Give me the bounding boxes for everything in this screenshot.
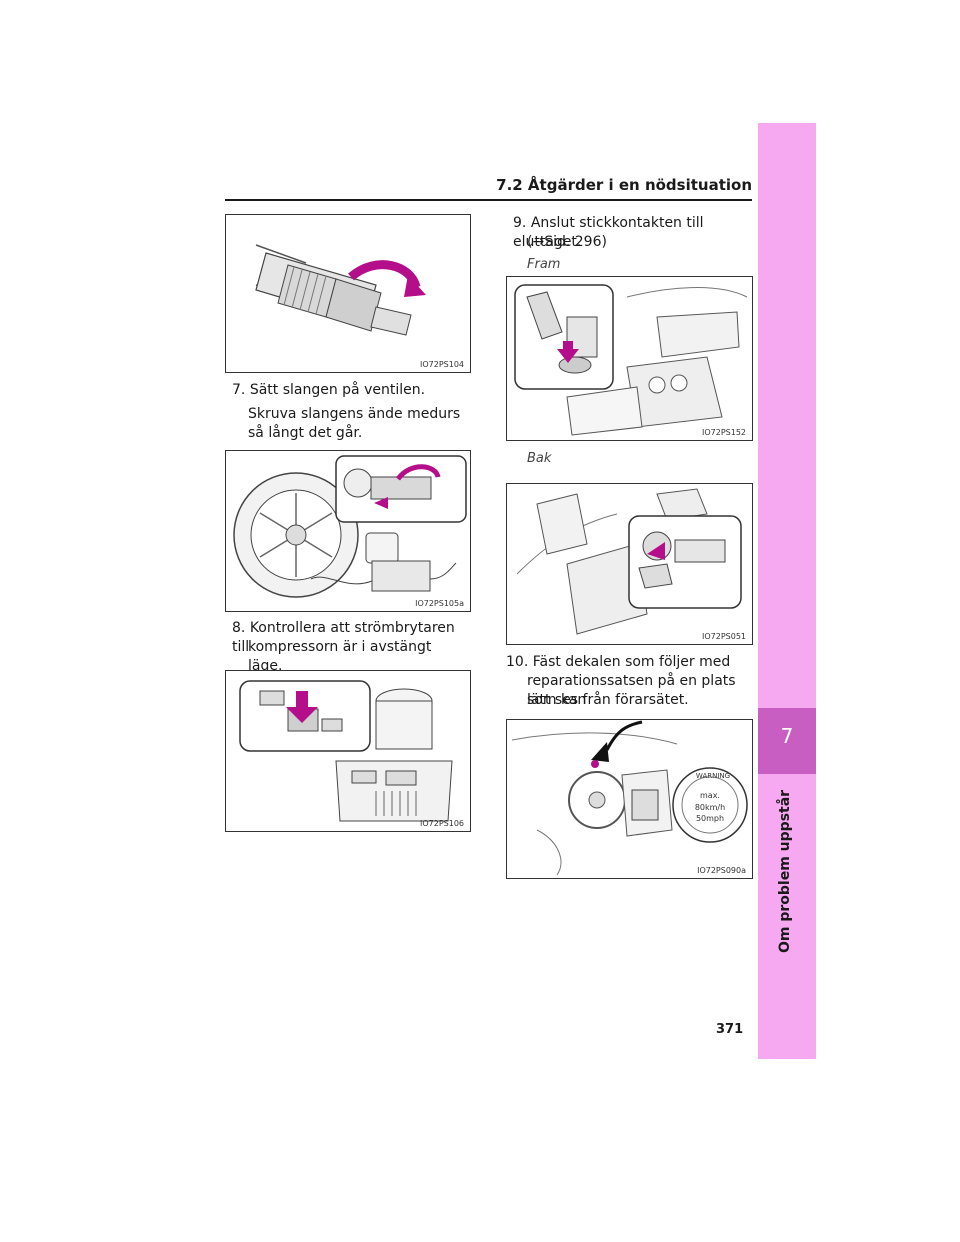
figure-warning-sticker: WARNING max. 80km/h 50mph IO72PS090a: [506, 719, 753, 879]
chapter-number-box: [758, 708, 816, 774]
chapter-side-tab: [758, 123, 816, 1059]
figure-code: IO72PS152: [701, 428, 746, 437]
hose-valve-illustration: [255, 244, 426, 336]
rear-label: Bak: [527, 451, 552, 466]
rear-socket-illustration: [516, 488, 742, 635]
tire-compressor-illustration: [233, 455, 467, 598]
sticker-max-text: max.: [700, 791, 720, 800]
step-number: 10.: [506, 654, 529, 670]
figure-hose-valve: IO72PS104: [225, 214, 471, 373]
figure-code: IO72PS104: [419, 360, 464, 369]
figure-code: IO72PS106: [419, 819, 464, 828]
chapter-label: Om problem uppstår: [777, 790, 793, 954]
step-number: 9.: [513, 215, 527, 231]
figure-code: IO72PS105a: [415, 599, 464, 608]
section-title: 7.2 Åtgärder i en nödsituation: [496, 176, 752, 194]
sticker-speed-kmh: 80km/h: [695, 803, 725, 812]
step-line-1: Fäst dekalen som följer med: [532, 654, 731, 670]
page-reference-link[interactable]: (→Sid. 296): [527, 234, 607, 250]
step-9: 9. Anslut stickkontakten till eluttaget.: [513, 214, 753, 252]
header-rule: [225, 199, 752, 201]
step-8: 8. Kontrollera att strömbrytaren till: [232, 619, 472, 657]
figure-front-socket: IO72PS152: [506, 276, 753, 441]
figure-code: IO72PS090a: [697, 866, 746, 875]
figure-code: IO72PS051: [701, 632, 746, 641]
page-number: 371: [716, 1022, 744, 1037]
step-number: 8.: [232, 620, 246, 636]
figure-compressor-switch: IO72PS106: [225, 670, 471, 832]
compressor-switch-illustration: [239, 680, 453, 822]
figure-tire-compressor: IO72PS105a: [225, 450, 471, 612]
step-number: 7.: [232, 382, 246, 398]
chapter-number: 7: [780, 724, 794, 748]
step-10: 10. Fäst dekalen som följer med: [506, 653, 756, 672]
step-10-line-3: lätt ses från förarsätet.: [527, 692, 689, 708]
figure-rear-socket: IO72PS051: [506, 483, 753, 645]
sticker-speed-mph: 50mph: [696, 814, 724, 823]
front-socket-illustration: [514, 284, 748, 436]
step-line-1: Kontrollera att strömbrytaren till: [232, 620, 455, 655]
step-7-body: Skruva slangens ände medurs så långt det…: [248, 406, 461, 441]
step-7: 7. Sätt slangen på ventilen.: [232, 381, 472, 400]
warning-sticker-illustration: WARNING max. 80km/h 50mph: [511, 720, 748, 876]
step-line-1: Anslut stickkontakten till eluttaget.: [513, 215, 704, 250]
step-10-line-2: reparationssatsen på en plats som kan: [527, 673, 736, 708]
sticker-warning-text: WARNING: [696, 772, 730, 780]
front-label: Fram: [527, 257, 561, 272]
step-title: Sätt slangen på ventilen.: [249, 382, 426, 398]
